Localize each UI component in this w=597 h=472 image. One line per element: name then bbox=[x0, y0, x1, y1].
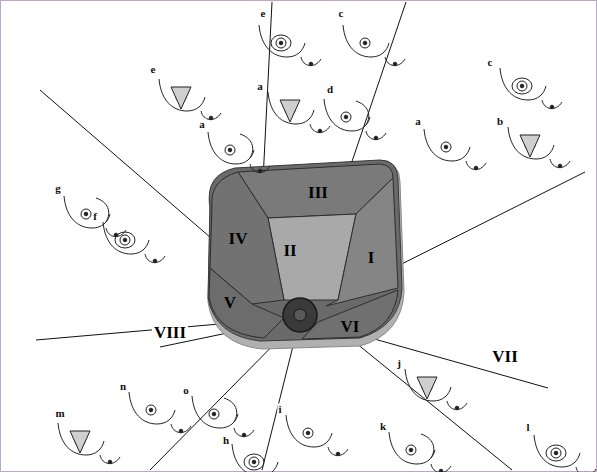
region-numeral: VIII bbox=[152, 324, 188, 341]
region-numeral: VI bbox=[341, 318, 360, 335]
region-numeral: III bbox=[308, 184, 328, 201]
technique-letter: l bbox=[525, 422, 530, 433]
breast-sketch bbox=[208, 132, 270, 173]
breast-sketch bbox=[58, 423, 120, 464]
breast-sketch bbox=[129, 392, 191, 433]
technique-letter: a bbox=[414, 116, 422, 127]
breast-outline bbox=[208, 160, 404, 349]
technique-letter: j bbox=[396, 358, 402, 369]
sector-lines bbox=[36, 2, 585, 470]
technique-sketches bbox=[58, 25, 596, 472]
technique-letter: f bbox=[92, 211, 98, 222]
technique-letter: a bbox=[256, 81, 264, 92]
breast-sketch bbox=[534, 435, 596, 472]
region-numeral: IV bbox=[229, 230, 248, 247]
region-numeral: I bbox=[368, 249, 375, 266]
breast-sketch bbox=[324, 99, 386, 140]
technique-letter: c bbox=[338, 8, 345, 19]
breast-sketch bbox=[103, 222, 165, 263]
breast-sketch bbox=[343, 25, 405, 66]
technique-letter: n bbox=[119, 381, 127, 392]
breast-sketch bbox=[64, 196, 126, 237]
region-numeral: VII bbox=[490, 348, 520, 365]
technique-letter: d bbox=[326, 84, 334, 95]
breast-sketch bbox=[424, 129, 486, 170]
breast-sketch bbox=[159, 79, 221, 120]
breast-sketch bbox=[508, 127, 570, 168]
technique-letter: k bbox=[379, 421, 387, 432]
technique-letter: g bbox=[54, 183, 62, 194]
technique-letter: e bbox=[150, 64, 157, 75]
breast-sketch bbox=[192, 396, 254, 437]
technique-letter: b bbox=[496, 116, 504, 127]
breast-sketch bbox=[259, 25, 321, 66]
breast-sketch bbox=[405, 369, 467, 410]
technique-letter: e bbox=[260, 8, 267, 19]
breast-sketch bbox=[389, 432, 451, 472]
technique-letter: i bbox=[277, 404, 282, 415]
breast-sketch bbox=[500, 68, 562, 109]
technique-letter: c bbox=[487, 57, 494, 68]
region-numeral: V bbox=[224, 294, 236, 311]
technique-letter: m bbox=[54, 408, 65, 419]
breast-sketch bbox=[232, 444, 294, 472]
technique-letter: a bbox=[198, 119, 206, 130]
breast-sketch bbox=[286, 415, 348, 456]
technique-letter: h bbox=[222, 435, 230, 446]
breast-sketch bbox=[268, 92, 330, 133]
region-numeral: II bbox=[283, 242, 296, 259]
technique-letter: o bbox=[182, 385, 190, 396]
